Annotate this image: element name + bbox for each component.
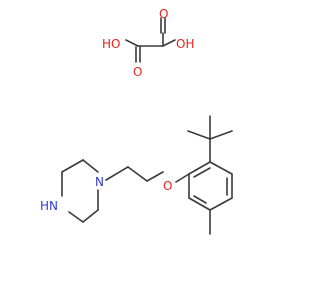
- bond-tbu-me3: [209, 130, 233, 140]
- ether-o-label: O: [163, 179, 172, 193]
- bond-n-ch2: [105, 166, 129, 181]
- bond-ch2-ch2: [127, 166, 148, 182]
- bond-c-oh-right: [162, 39, 176, 47]
- structure-canvas: HO OH O O N HN O: [40, 7, 233, 235]
- piperazine-n-label: N: [95, 175, 104, 189]
- bond-nh-c3: [68, 211, 84, 223]
- bond-inner-1: [193, 167, 211, 178]
- bond-n-c1: [82, 159, 99, 173]
- oxalic-oh-right-label: OH: [176, 37, 194, 51]
- bond-ar1-ar2: [188, 161, 211, 175]
- bond-ar2-ar3: [209, 161, 233, 175]
- bond-tbu-me2: [187, 130, 211, 140]
- oxalic-o-right-label: O: [159, 7, 168, 21]
- bond-ar5-ar6: [188, 197, 211, 211]
- bond-c-oh-left: [125, 39, 139, 47]
- bond-inner-3: [193, 195, 207, 204]
- tert-butyl-group: [187, 115, 233, 163]
- ethyl-linker: [105, 166, 164, 182]
- bond-ar4-ar5: [209, 197, 233, 211]
- bond-ch2-o: [146, 171, 164, 182]
- bond-o-ar: [175, 173, 190, 183]
- bond-c1-c2: [61, 159, 84, 173]
- oxalic-acid: HO OH O O: [102, 7, 194, 79]
- bond-c3-c4: [82, 209, 99, 223]
- oxalic-oh-left-label: HO: [102, 37, 120, 51]
- piperazine-nh-label: HN: [40, 199, 58, 213]
- benzene-ring: [175, 161, 233, 211]
- oxalic-o-left-label: O: [133, 65, 142, 79]
- piperazine-ring: N HN: [40, 159, 104, 223]
